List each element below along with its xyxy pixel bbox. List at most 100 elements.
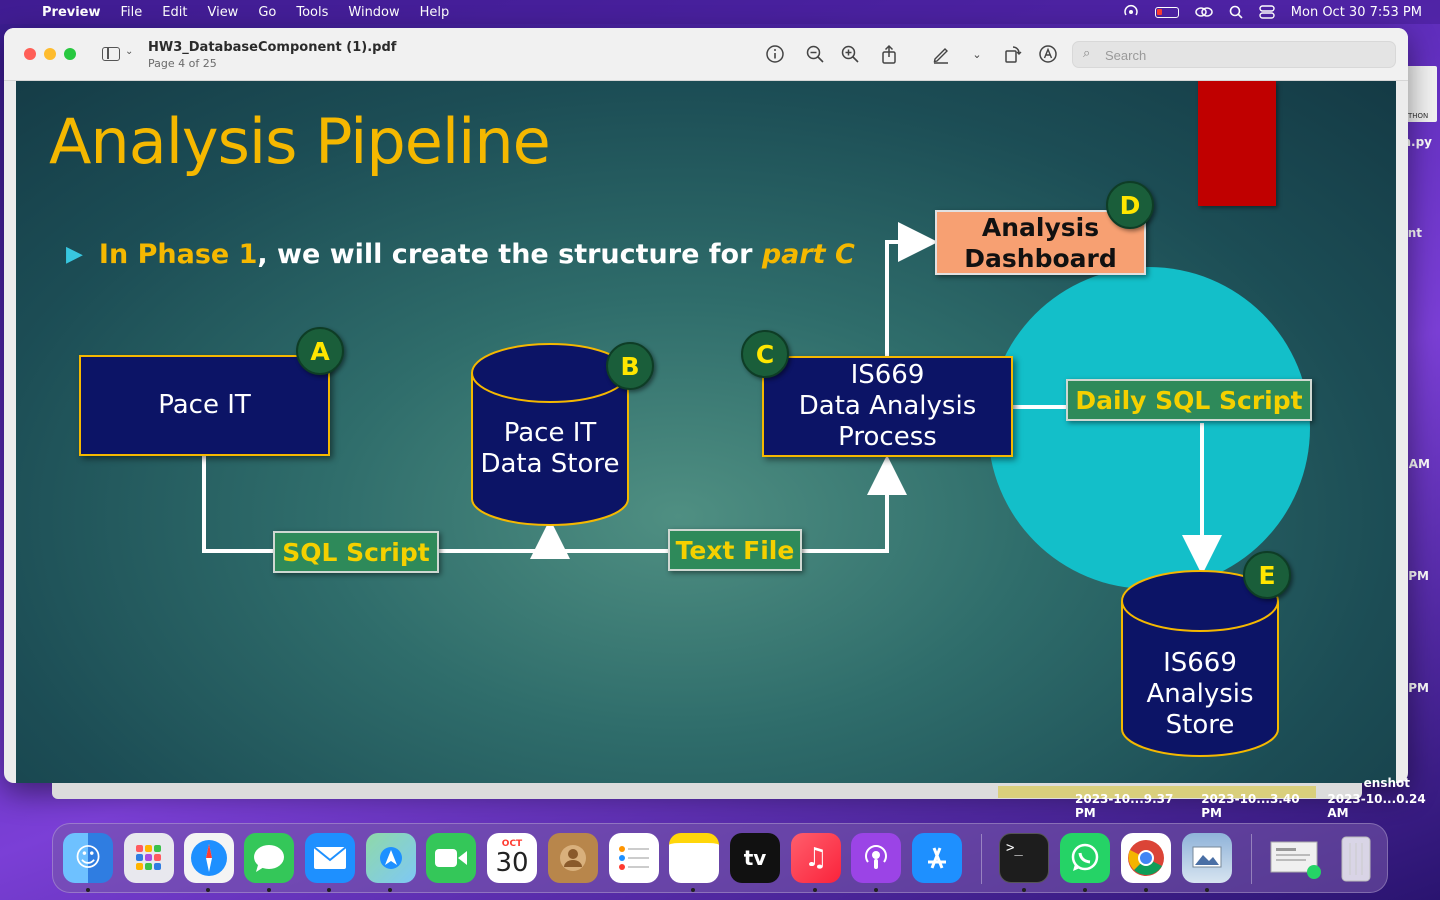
- menu-view[interactable]: View: [207, 4, 239, 20]
- compass-icon: [191, 840, 227, 876]
- chat-bubble-icon: [254, 845, 284, 872]
- photo-stack-icon: [1192, 846, 1222, 868]
- whatsapp-icon[interactable]: [1060, 833, 1110, 883]
- menu-clock[interactable]: Mon Oct 30 7:53 PM: [1290, 4, 1422, 20]
- tv-icon[interactable]: tv: [730, 833, 780, 883]
- checklist-icon: [619, 846, 649, 870]
- dashboard-line-1: Analysis: [981, 212, 1100, 242]
- menu-app-name[interactable]: Preview: [42, 4, 101, 20]
- analysis-store-label: IS669 Analysis Store: [1122, 648, 1278, 741]
- close-window-button[interactable]: [24, 48, 36, 60]
- text-file-label: Text File: [668, 529, 802, 571]
- minimize-window-button[interactable]: [44, 48, 56, 60]
- maps-icon[interactable]: [366, 833, 416, 883]
- contacts-icon[interactable]: [548, 833, 598, 883]
- markup-button[interactable]: [930, 44, 952, 66]
- zoom-out-button[interactable]: [804, 44, 826, 66]
- calendar-month: OCT: [501, 839, 523, 849]
- running-indicator: [327, 888, 331, 892]
- mail-icon[interactable]: [305, 833, 355, 883]
- pace-it-box: Pace IT: [79, 355, 330, 456]
- messages-icon[interactable]: [244, 833, 294, 883]
- screenshot-label[interactable]: 2023-10...3.40 PM: [1201, 792, 1300, 820]
- dock-separator: [1251, 834, 1252, 884]
- pen-icon: [933, 48, 948, 64]
- screen-mirroring-icon[interactable]: [1195, 5, 1213, 19]
- running-indicator: [1144, 888, 1148, 892]
- terminal-icon[interactable]: >_: [999, 833, 1049, 883]
- screenshot-label[interactable]: 2023-10...0.24 AM: [1327, 792, 1426, 820]
- data-store-line-2: Data Store: [480, 449, 620, 479]
- zoom-window-button[interactable]: [64, 48, 76, 60]
- bullet-emphasis: part C: [761, 239, 855, 270]
- menu-file[interactable]: File: [120, 4, 143, 20]
- sql-script-label: SQL Script: [273, 531, 439, 573]
- zoom-out-icon: [806, 45, 824, 63]
- finder-icon[interactable]: ☺: [63, 833, 113, 883]
- app-store-icon[interactable]: [912, 833, 962, 883]
- facetime-icon[interactable]: [426, 833, 476, 883]
- slide-title: Analysis Pipeline: [49, 105, 551, 178]
- app-store-a-icon: [928, 847, 946, 869]
- launchpad-icon[interactable]: [124, 833, 174, 883]
- running-indicator: [1022, 888, 1026, 892]
- analysis-store-line-2: Analysis: [1146, 679, 1254, 709]
- menu-tools[interactable]: Tools: [296, 4, 329, 20]
- bullet-highlight: In Phase 1: [98, 239, 258, 270]
- data-analysis-process-box: IS669 Data Analysis Process: [762, 356, 1013, 457]
- menu-edit[interactable]: Edit: [162, 4, 188, 20]
- podcast-icon: [865, 845, 887, 869]
- preview-icon[interactable]: [1182, 833, 1232, 883]
- sidebar-toggle-button[interactable]: ⌄: [102, 46, 134, 64]
- running-indicator: [813, 888, 817, 892]
- person-icon: [560, 845, 586, 871]
- dashboard-line-2: Dashboard: [964, 243, 1117, 273]
- notes-icon[interactable]: [669, 833, 719, 883]
- preview-window: ⌄ HW3_DatabaseComponent (1).pdf Page 4 o…: [4, 28, 1408, 783]
- process-line-3: Process: [838, 422, 937, 452]
- desktop-label-fragment: nt: [1407, 226, 1422, 240]
- podcasts-icon[interactable]: [851, 833, 901, 883]
- chevron-down-icon: ⌄: [972, 48, 982, 61]
- process-line-2: Data Analysis: [798, 391, 977, 421]
- analysis-store-cylinder: [1121, 570, 1279, 757]
- calendar-icon[interactable]: OCT 30: [487, 833, 537, 883]
- zoom-in-icon: [841, 45, 859, 63]
- battery-icon[interactable]: [1154, 6, 1179, 18]
- window-toolbar: ⌄ HW3_DatabaseComponent (1).pdf Page 4 o…: [4, 28, 1408, 81]
- airdrop-icon[interactable]: [1123, 4, 1139, 20]
- share-button[interactable]: [878, 44, 900, 66]
- music-icon[interactable]: ♫: [791, 833, 841, 883]
- zoom-in-button[interactable]: [839, 44, 861, 66]
- desktop-label-fragment: enshot: [1363, 776, 1410, 790]
- spotlight-search-icon[interactable]: [1229, 5, 1243, 19]
- markup-menu-button[interactable]: ⌄: [966, 44, 988, 66]
- running-indicator: [388, 888, 392, 892]
- phone-bubble-icon: [1071, 843, 1099, 871]
- running-indicator: [1205, 888, 1209, 892]
- launchpad-grid-icon: [136, 845, 161, 870]
- desktop-file-icon[interactable]: THON: [1405, 66, 1437, 122]
- rotate-icon: [1005, 46, 1022, 63]
- downloads-stack-icon[interactable]: [1265, 833, 1325, 883]
- rotate-button[interactable]: [1002, 44, 1024, 66]
- reminders-icon[interactable]: [609, 833, 659, 883]
- badge-a: A: [296, 327, 344, 375]
- control-center-icon[interactable]: [1259, 5, 1275, 19]
- annotate-button[interactable]: [1037, 44, 1059, 66]
- badge-b: B: [606, 342, 654, 390]
- menu-help[interactable]: Help: [419, 4, 450, 20]
- menu-go[interactable]: Go: [258, 4, 277, 20]
- badge-c: C: [741, 330, 789, 378]
- document-stack-icon: [1270, 841, 1321, 879]
- menu-window[interactable]: Window: [348, 4, 400, 20]
- trash-icon[interactable]: [1331, 833, 1381, 883]
- red-rectangle-shape: [1198, 81, 1276, 206]
- screenshot-label[interactable]: 2023-10...9.37 PM: [1075, 792, 1174, 820]
- search-field[interactable]: ⌕: [1072, 41, 1396, 68]
- chrome-icon[interactable]: [1121, 833, 1171, 883]
- info-button[interactable]: [764, 44, 786, 66]
- safari-icon[interactable]: [184, 833, 234, 883]
- desktop-screenshot-labels: 2023-10...9.37 PM 2023-10...3.40 PM 2023…: [1075, 792, 1440, 820]
- search-input[interactable]: [1105, 46, 1375, 64]
